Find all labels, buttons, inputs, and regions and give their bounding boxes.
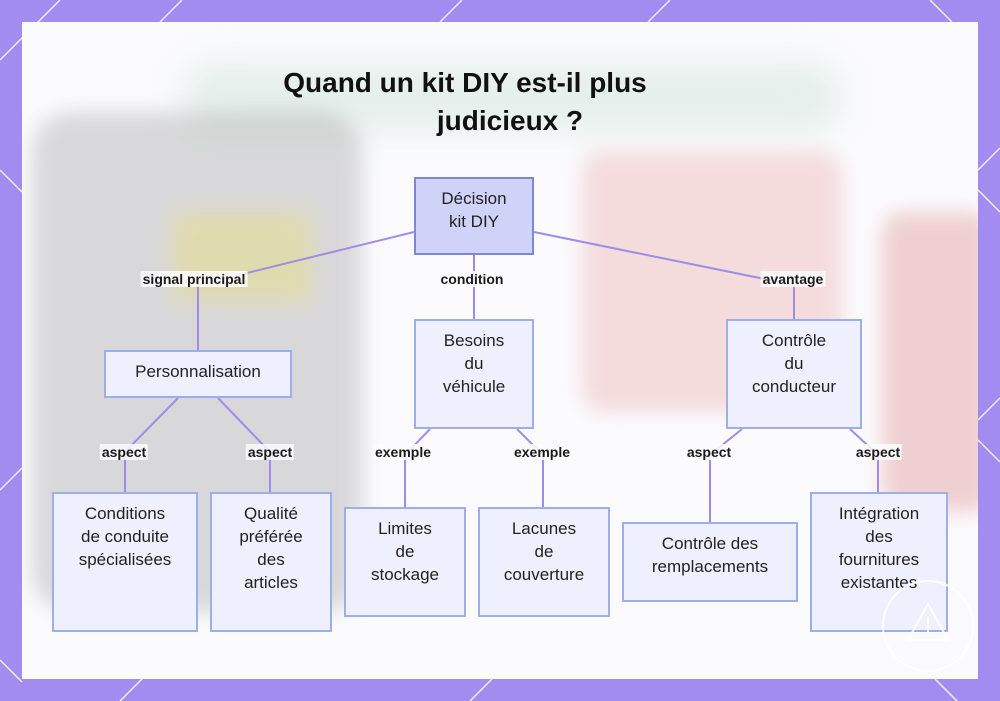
edge-label-exemple-limites: exemple — [373, 444, 433, 460]
node-personnalisation: Personnalisation — [104, 350, 292, 398]
node-conditions-de-conduite: Conditions de conduite spécialisées — [52, 492, 198, 632]
edge-besoins-limites — [405, 429, 430, 507]
node-conditions-label: Conditions de conduite spécialisées — [79, 502, 172, 571]
edge-controle-integration — [850, 429, 878, 492]
edge-label-condition: condition — [439, 271, 506, 287]
node-limites-label: Limites de stockage — [371, 517, 439, 586]
edge-label-aspect-conditions: aspect — [100, 444, 148, 460]
edge-root-controle — [534, 232, 794, 319]
node-remplacements-label: Contrôle des remplacements — [652, 532, 768, 578]
node-decision-kit-diy: Décision kit DIY — [414, 177, 534, 255]
edge-root-perso — [198, 232, 414, 350]
edge-label-signal-principal: signal principal — [141, 271, 248, 287]
node-personnalisation-label: Personnalisation — [135, 360, 261, 383]
watermark-logo — [882, 580, 974, 672]
node-besoins-label: Besoins du véhicule — [443, 329, 505, 398]
node-lacunes-label: Lacunes de couverture — [504, 517, 584, 586]
edge-label-aspect-integration: aspect — [854, 444, 902, 460]
node-qualite-label: Qualité préférée des articles — [239, 502, 302, 594]
node-integration-label: Intégration des fournitures existantes — [839, 502, 919, 594]
edge-label-aspect-qualite: aspect — [246, 444, 294, 460]
node-decision-kit-diy-label: Décision kit DIY — [441, 187, 506, 233]
watermark-triangle-icon — [884, 582, 972, 670]
edge-label-avantage: avantage — [761, 271, 826, 287]
node-controle-label: Contrôle du conducteur — [752, 329, 836, 398]
edge-controle-remplacements — [710, 429, 742, 522]
node-besoins-du-vehicule: Besoins du véhicule — [414, 319, 534, 429]
node-controle-des-remplacements: Contrôle des remplacements — [622, 522, 798, 602]
node-limites-de-stockage: Limites de stockage — [344, 507, 466, 617]
node-lacunes-de-couverture: Lacunes de couverture — [478, 507, 610, 617]
edge-label-exemple-lacunes: exemple — [512, 444, 572, 460]
edge-label-aspect-remplacements: aspect — [685, 444, 733, 460]
node-controle-du-conducteur: Contrôle du conducteur — [726, 319, 862, 429]
node-qualite-preferee: Qualité préférée des articles — [210, 492, 332, 632]
edge-besoins-lacunes — [517, 429, 543, 507]
